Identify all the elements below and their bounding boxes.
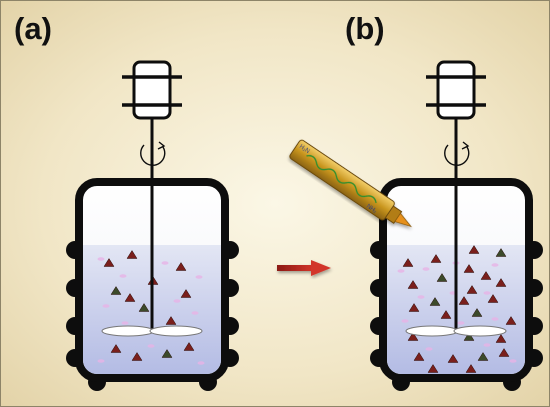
droplet bbox=[425, 347, 433, 351]
droplet bbox=[457, 321, 465, 325]
droplet bbox=[197, 361, 205, 365]
particles-a bbox=[103, 250, 195, 361]
droplet bbox=[491, 317, 499, 321]
droplet bbox=[417, 295, 425, 299]
dispersed-droplets-a bbox=[97, 257, 205, 365]
particle bbox=[183, 342, 195, 351]
particle bbox=[495, 334, 507, 343]
particle bbox=[466, 285, 478, 294]
rotation-arrow-icon bbox=[444, 141, 470, 166]
motor-icon bbox=[426, 60, 486, 120]
dispersed-droplets-b bbox=[397, 261, 517, 363]
particle bbox=[436, 273, 448, 282]
particle bbox=[477, 352, 489, 361]
right-arrow-icon bbox=[277, 260, 331, 276]
particle bbox=[463, 332, 475, 341]
droplet bbox=[483, 291, 491, 295]
particle bbox=[447, 354, 459, 363]
droplet bbox=[119, 274, 127, 278]
panel-label-a: (a) bbox=[14, 11, 52, 46]
droplet bbox=[147, 344, 155, 348]
particle bbox=[131, 352, 143, 361]
particle bbox=[471, 308, 483, 317]
motor-icon bbox=[122, 60, 182, 120]
particle bbox=[463, 264, 475, 273]
droplet bbox=[97, 257, 105, 261]
particle bbox=[427, 364, 439, 373]
syringe-label-left: H₂N bbox=[298, 144, 310, 155]
rotation-arrow-icon bbox=[140, 141, 166, 166]
particle bbox=[430, 254, 442, 263]
particle bbox=[180, 289, 192, 298]
particle bbox=[407, 280, 419, 289]
particle bbox=[161, 349, 173, 358]
particle bbox=[110, 286, 122, 295]
reactor-b bbox=[370, 60, 543, 391]
droplet bbox=[195, 275, 203, 279]
droplet bbox=[422, 267, 430, 271]
particle bbox=[458, 296, 470, 305]
particle bbox=[175, 262, 187, 271]
particle bbox=[124, 293, 136, 302]
particle bbox=[505, 316, 517, 325]
impeller-icon bbox=[101, 325, 203, 337]
particle bbox=[487, 294, 499, 303]
droplet bbox=[509, 359, 517, 363]
impeller-icon bbox=[405, 325, 507, 337]
syringe-label-right: NH₂ bbox=[365, 204, 378, 215]
particle bbox=[440, 310, 452, 319]
particle bbox=[429, 297, 441, 306]
particle bbox=[468, 245, 480, 254]
droplet bbox=[491, 263, 499, 267]
particle bbox=[495, 248, 507, 257]
particle bbox=[165, 316, 177, 325]
particle bbox=[138, 303, 150, 312]
droplet bbox=[102, 304, 110, 308]
particle bbox=[407, 332, 419, 341]
droplet bbox=[173, 299, 181, 303]
droplet bbox=[401, 319, 409, 323]
droplet bbox=[191, 311, 199, 315]
particle bbox=[126, 250, 138, 259]
particle bbox=[402, 258, 414, 267]
panel-label-b: (b) bbox=[345, 11, 385, 46]
particle bbox=[103, 258, 115, 267]
particle bbox=[498, 348, 510, 357]
reactor-a bbox=[66, 60, 239, 391]
particle bbox=[413, 352, 425, 361]
syringe-icon: H₂N NH₂ bbox=[289, 139, 413, 228]
particle bbox=[465, 364, 477, 373]
droplet bbox=[483, 343, 491, 347]
droplet bbox=[97, 359, 105, 363]
particle bbox=[495, 278, 507, 287]
particle bbox=[408, 303, 420, 312]
particle bbox=[110, 344, 122, 353]
droplet bbox=[397, 269, 405, 273]
particle bbox=[480, 271, 492, 280]
particles-b bbox=[402, 245, 517, 373]
droplet bbox=[161, 261, 169, 265]
droplet bbox=[121, 321, 129, 325]
